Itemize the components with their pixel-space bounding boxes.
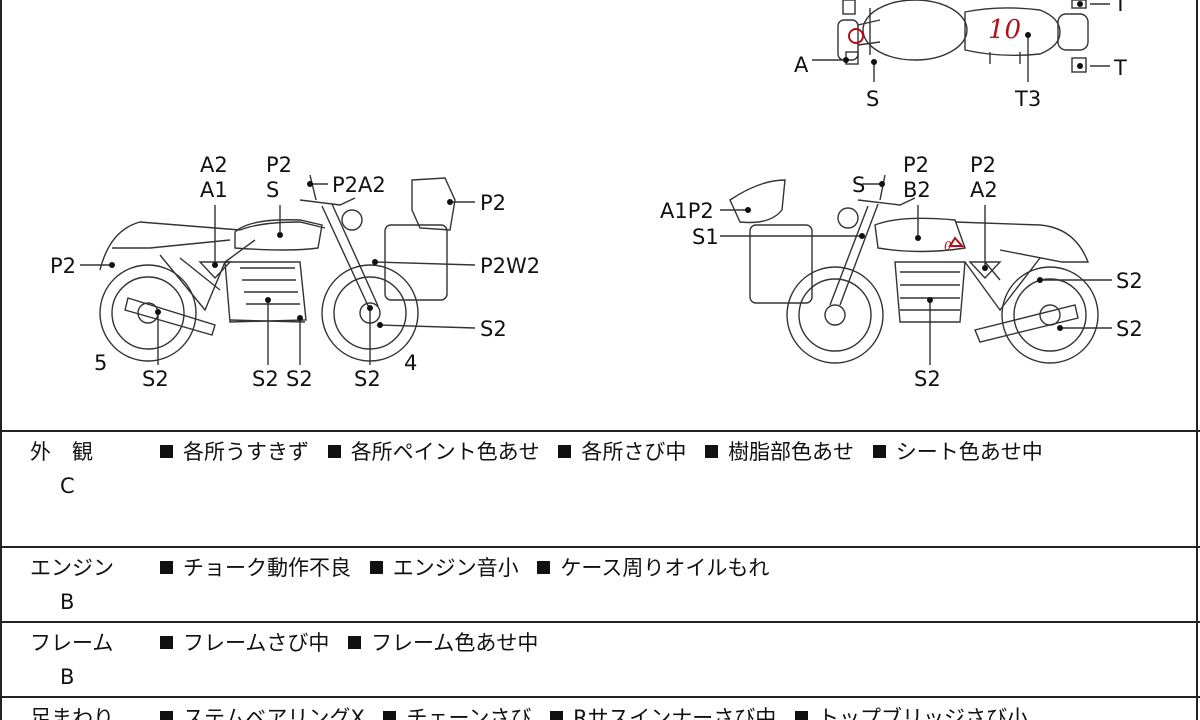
label-left-a2-seat: A1: [200, 178, 228, 202]
square-bullet-icon: [383, 711, 397, 720]
square-bullet-icon: [550, 711, 564, 720]
condition-diagram: A S T3 T T 10 P2 A2 A1 P2 S P2A2 P2 P2W2…: [50, 0, 1143, 391]
section-items: フレームさび中 フレーム色あせ中: [160, 629, 550, 657]
square-bullet-icon: [348, 636, 362, 649]
motorcycle-diagrams: A S T3 T T 10 P2 A2 A1 P2 S P2A2 P2 P2W2…: [50, 0, 1143, 391]
label-right-s2-engine: S2: [914, 367, 941, 391]
label-left-p2-tank: S: [266, 178, 279, 202]
left-view-labels: P2 A2 A1 P2 S P2A2 P2 P2W2 S2 5 S2 S2 S2…: [50, 153, 540, 391]
condition-item: フレームさび中: [160, 631, 329, 655]
handwritten-mark: 0: [944, 239, 952, 253]
handwritten-note: 10: [988, 15, 1021, 45]
section-title: 外 観: [30, 440, 93, 464]
condition-item: エンジン音小: [369, 556, 519, 580]
label-left-s2-front-wheel: S2: [480, 317, 507, 341]
condition-item: チェーンさび: [383, 706, 531, 720]
square-bullet-icon: [369, 561, 383, 574]
top-view-bike: [837, 0, 1089, 73]
section-grade: B: [60, 665, 75, 689]
label-left-s2-muffler: S2: [142, 367, 169, 391]
right-view-bike: [729, 174, 1099, 364]
condition-item: フレーム色あせ中: [348, 631, 538, 655]
label-left-s2-exhaust: S2: [286, 367, 313, 391]
square-bullet-icon: [872, 445, 886, 458]
label-left-s-handle: P2A2: [332, 173, 386, 197]
label-right-a2-seat: A2: [970, 178, 998, 202]
leader-lines: [80, 3, 1112, 365]
condition-item: Rサスインナーさび中: [550, 706, 776, 720]
square-bullet-icon: [327, 445, 341, 458]
section-title: フレーム: [30, 631, 114, 655]
label-top-s: S: [866, 87, 879, 111]
label-left-p2w2-fork: P2W2: [480, 254, 540, 278]
section-frame: フレーム B フレームさび中 フレーム色あせ中: [0, 621, 1200, 696]
label-right-p2-tank: P2: [903, 153, 929, 177]
square-bullet-icon: [160, 711, 173, 720]
label-right-p2-seat: P2: [970, 153, 996, 177]
label-top-t-lower: T: [1113, 56, 1127, 80]
label-top-t-upper: T: [1113, 0, 1127, 16]
label-top-t3: T3: [1014, 87, 1041, 111]
left-view-bike: [99, 174, 456, 362]
label-right-s1: S1: [692, 225, 719, 249]
label-right-s-handle: S: [852, 173, 865, 197]
section-title: 足まわり: [30, 706, 114, 720]
condition-item: 各所うすきず: [160, 440, 309, 464]
label-right-a1p2-cowl: A1P2: [660, 199, 714, 223]
label-right-s2-rear-wheel: S2: [1116, 317, 1143, 341]
section-title: エンジン: [30, 556, 114, 580]
top-view-labels: A S T3 T T 10: [794, 0, 1127, 111]
condition-item: ケース周りオイルもれ: [537, 556, 769, 580]
square-bullet-icon: [794, 711, 808, 720]
right-view-labels: S P2 B2 P2 A2 A1P2 S1 S2 S2 S2 0: [660, 153, 1143, 391]
square-bullet-icon: [160, 445, 173, 458]
condition-item: チョーク動作不良: [160, 556, 351, 580]
section-items: チョーク動作不良 エンジン音小 ケース周りオイルもれ: [160, 554, 781, 582]
label-left-4: 4: [404, 351, 417, 375]
label-left-a1-tank: P2: [266, 153, 292, 177]
section-items: 各所うすきず 各所ペイント色あせ 各所さび中 樹脂部色あせ シート色あせ中: [160, 438, 1055, 466]
condition-item: シート色あせ中: [872, 440, 1043, 464]
section-grade: C: [60, 474, 75, 498]
square-bullet-icon: [537, 561, 551, 574]
square-bullet-icon: [160, 561, 173, 574]
label-right-s2-swingarm: S2: [1116, 269, 1143, 293]
condition-item: 各所さび中: [558, 440, 686, 464]
label-left-p2-rear: P2: [50, 254, 76, 278]
label-left-p2a2-cowl: P2: [480, 191, 506, 215]
label-left-p2-seat: A2: [200, 153, 228, 177]
condition-item: 樹脂部色あせ: [705, 440, 854, 464]
condition-item: トップブリッジさび小: [794, 706, 1028, 720]
section-grade: B: [60, 590, 75, 614]
square-bullet-icon: [705, 445, 719, 458]
section-items: ステムベアリングX チェーンさび Rサスインナーさび中 トップブリッジさび小: [160, 704, 1040, 720]
label-top-a: A: [794, 53, 809, 77]
label-left-5: 5: [94, 351, 107, 375]
label-left-s2-engine: S2: [252, 367, 279, 391]
condition-item: 各所ペイント色あせ: [327, 440, 540, 464]
label-left-s2-fork-bottom: S2: [354, 367, 381, 391]
section-engine: エンジン B チョーク動作不良 エンジン音小 ケース周りオイルもれ: [0, 546, 1200, 621]
section-exterior: 外 観 C 各所うすきず 各所ペイント色あせ 各所さび中 樹脂部色あせ シート色…: [0, 430, 1200, 546]
square-bullet-icon: [160, 636, 173, 649]
label-right-b2-tank: B2: [903, 178, 931, 202]
section-suspension: 足まわり ステムベアリングX チェーンさび Rサスインナーさび中 トップブリッジ…: [0, 696, 1200, 720]
square-bullet-icon: [558, 445, 572, 458]
condition-item: ステムベアリングX: [160, 706, 365, 720]
